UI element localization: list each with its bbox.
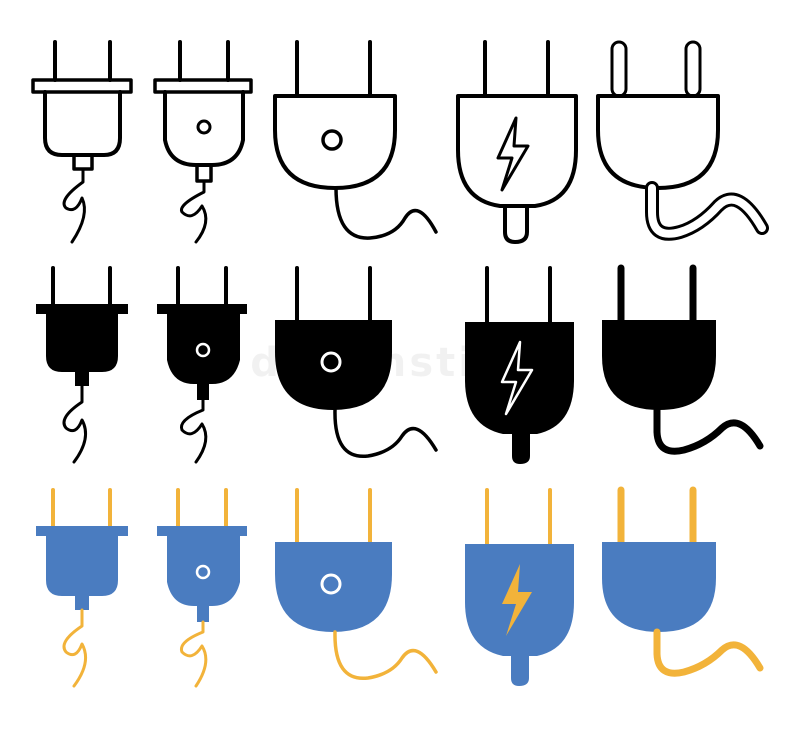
plug-icon	[602, 486, 764, 677]
row-outline	[31, 40, 769, 244]
plug-lightning-icon	[465, 488, 574, 686]
plug-lightning-icon	[465, 266, 574, 464]
plug-icon	[36, 488, 128, 688]
plug-icon	[275, 488, 438, 680]
plug-icon	[275, 266, 438, 458]
plug-icon	[31, 40, 133, 244]
plug-icon	[596, 40, 769, 241]
plug-lightning-icon	[456, 40, 578, 244]
plug-icon	[157, 488, 247, 688]
row-color	[36, 486, 764, 688]
plug-icon	[602, 264, 764, 455]
row-solid	[36, 264, 764, 464]
plug-icon	[36, 266, 128, 464]
plug-icon	[153, 40, 253, 244]
plug-icon	[157, 266, 247, 464]
plug-icon	[273, 40, 438, 240]
